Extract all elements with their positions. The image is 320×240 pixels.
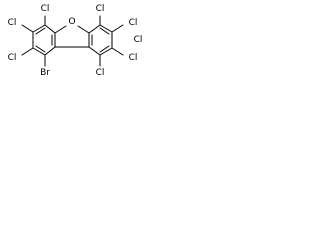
atom-label-cl-top-left: Cl <box>41 4 50 14</box>
bond <box>44 46 56 56</box>
bond <box>111 47 124 56</box>
bond <box>54 25 67 34</box>
bond <box>35 27 46 35</box>
atom-label-cl-lower-right: Cl <box>129 53 138 63</box>
bond <box>99 24 113 33</box>
atom-label-cl-top-right-left: Cl <box>96 4 105 14</box>
atom-label-oxygen: O <box>68 17 75 27</box>
bond <box>111 24 124 33</box>
bond <box>99 45 110 53</box>
bond <box>99 47 113 56</box>
bond <box>21 24 34 33</box>
bond <box>77 25 90 34</box>
atom-label-br-bottom: Br <box>40 68 50 78</box>
atom-label-cl-bottom-right: Cl <box>96 68 105 78</box>
atom-label-cl-top-right-right: Cl <box>129 18 138 28</box>
bond <box>35 45 46 53</box>
atom-labels: Cl O Cl Cl Cl Cl Cl Cl Br Cl <box>8 4 143 78</box>
atom-label-cl-mid-left: Cl <box>8 18 17 28</box>
atom-label-cl-mid-right: Cl <box>134 35 143 45</box>
molecule-structure-diagram: Cl O Cl Cl Cl Cl Cl Cl Br Cl <box>8 4 143 78</box>
bond <box>88 24 101 34</box>
bond <box>32 24 46 33</box>
atom-label-cl-lower-left: Cl <box>8 53 17 63</box>
bond <box>21 47 34 56</box>
bond <box>99 27 110 35</box>
bond <box>88 46 101 56</box>
bond-lines <box>21 15 124 67</box>
bond <box>32 47 46 56</box>
bond <box>44 24 56 34</box>
